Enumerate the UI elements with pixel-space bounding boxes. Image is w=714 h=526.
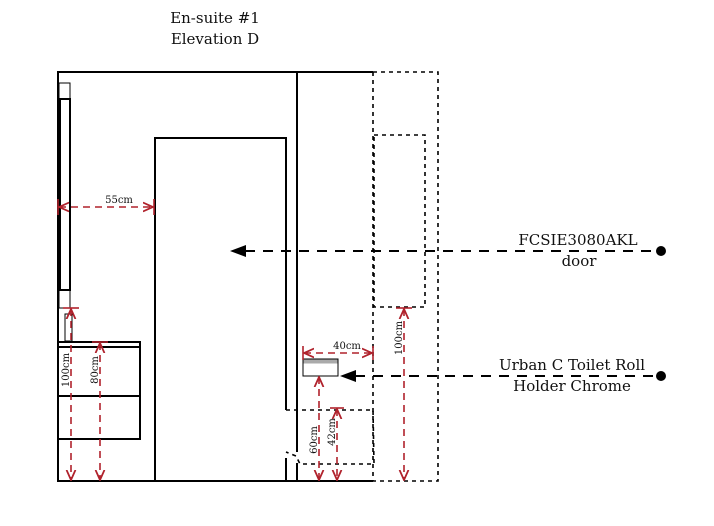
dimension-42cm: 42cm [327, 407, 344, 480]
arrow-icon [340, 370, 356, 382]
svg-text:40cm: 40cm [333, 341, 361, 352]
svg-text:60cm: 60cm [309, 426, 320, 454]
toilet-roll-holder [302, 358, 339, 377]
dimension-55cm: 55cm [57, 195, 155, 215]
door [154, 137, 287, 481]
title-line2: Elevation D [171, 30, 259, 48]
svg-text:100cm: 100cm [394, 320, 405, 355]
arrow-icon [230, 245, 246, 257]
svg-text:100cm: 100cm [61, 352, 72, 387]
svg-text:door: door [562, 252, 598, 270]
dimension-80cm: 80cm [90, 341, 108, 480]
svg-text:Urban C Toilet Roll: Urban C Toilet Roll [499, 356, 645, 374]
dot-icon [656, 246, 666, 256]
dimension-60cm: 60cm [309, 377, 320, 480]
svg-text:42cm: 42cm [327, 418, 338, 446]
svg-text:FCSIE3080AKL: FCSIE3080AKL [518, 231, 637, 249]
dot-icon [656, 371, 666, 381]
room-outline [57, 71, 373, 482]
title-line1: En-suite #1 [170, 9, 260, 27]
svg-text:80cm: 80cm [90, 356, 101, 384]
shower-outline [372, 71, 439, 482]
mirror [58, 82, 71, 309]
dimension-40cm: 40cm [302, 341, 374, 360]
svg-text:Holder Chrome: Holder Chrome [513, 377, 631, 395]
callout-toilet-roll-holder: Urban C Toilet Roll Holder Chrome [340, 356, 666, 395]
dimension-100cm-shower: 100cm [394, 307, 412, 480]
callout-door: FCSIE3080AKL door [230, 231, 666, 270]
dimension-100cm-vanity: 100cm [61, 307, 79, 480]
svg-text:55cm: 55cm [105, 195, 133, 206]
